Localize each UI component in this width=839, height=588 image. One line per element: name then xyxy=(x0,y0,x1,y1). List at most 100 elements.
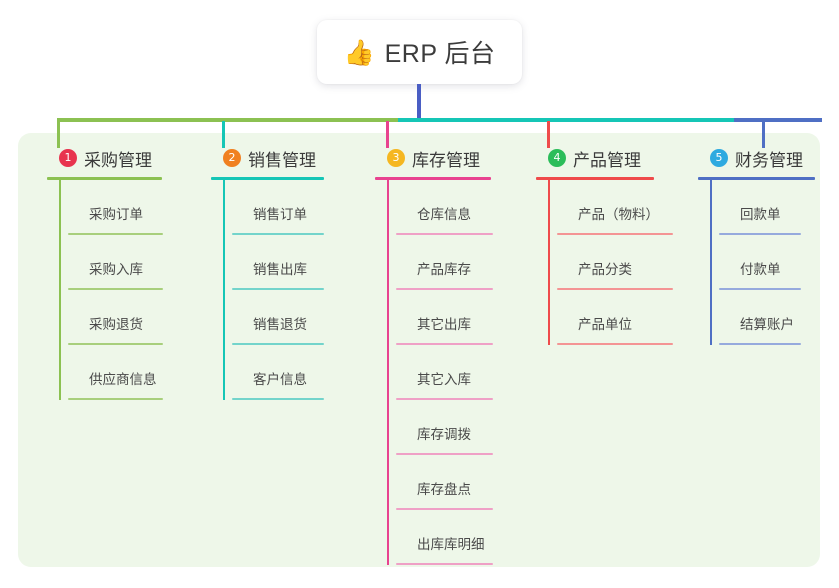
branch-header-财务管理[interactable]: 5 财务管理 xyxy=(689,145,821,171)
branch-badge-3: 3 xyxy=(387,149,405,167)
branch-header-库存管理[interactable]: 3 库存管理 xyxy=(366,145,516,171)
branch-title-label: 产品管理 xyxy=(573,150,641,170)
leaf-item[interactable]: 产品单位 xyxy=(548,290,677,345)
branch-stub-2 xyxy=(222,121,225,148)
branch-title-label: 销售管理 xyxy=(248,150,316,170)
leaf-item-underline xyxy=(396,563,493,565)
branch-title-label: 库存管理 xyxy=(412,150,480,170)
root-node-title: ERP 后台 xyxy=(384,40,496,68)
leaf-item-underline xyxy=(232,398,324,400)
leaf-item[interactable]: 库存盘点 xyxy=(387,455,516,510)
leaf-item[interactable]: 销售退货 xyxy=(223,290,352,345)
thumbs-up-icon: 👍 xyxy=(343,37,375,67)
trunk-segment-2 xyxy=(398,118,734,122)
leaf-item-underline xyxy=(68,233,163,235)
branch-column-财务管理: 5 财务管理回款单付款单结算账户 xyxy=(689,145,821,345)
branch-spine-line xyxy=(710,180,712,345)
leaf-item-label: 销售订单 xyxy=(253,207,307,222)
diagram-panel xyxy=(18,133,820,567)
leaf-item[interactable]: 采购订单 xyxy=(59,180,188,235)
leaf-item-underline xyxy=(719,233,801,235)
leaf-item[interactable]: 客户信息 xyxy=(223,345,352,400)
branch-leaf-list: 回款单付款单结算账户 xyxy=(689,180,821,345)
root-node-erp-backend[interactable]: 👍 ERP 后台 xyxy=(317,20,522,84)
leaf-item-label: 结算账户 xyxy=(740,317,794,332)
leaf-item-underline xyxy=(719,288,801,290)
leaf-item-label: 产品库存 xyxy=(417,262,471,277)
leaf-item-label: 销售出库 xyxy=(253,262,307,277)
leaf-item-label: 销售退货 xyxy=(253,317,307,332)
leaf-item-label: 库存盘点 xyxy=(417,482,471,497)
trunk-segment-1 xyxy=(57,118,398,122)
leaf-item-label: 产品分类 xyxy=(578,262,632,277)
leaf-item[interactable]: 付款单 xyxy=(710,235,821,290)
leaf-item[interactable]: 产品库存 xyxy=(387,235,516,290)
leaf-item[interactable]: 其它入库 xyxy=(387,345,516,400)
leaf-item-underline xyxy=(396,233,493,235)
branch-badge-5: 5 xyxy=(710,149,728,167)
leaf-item-label: 供应商信息 xyxy=(89,372,157,387)
leaf-item-label: 库存调拨 xyxy=(417,427,471,442)
leaf-item-underline xyxy=(68,288,163,290)
leaf-item-underline xyxy=(396,508,493,510)
leaf-item-underline xyxy=(232,233,324,235)
branch-stub-4 xyxy=(547,121,550,148)
leaf-item-underline xyxy=(557,233,673,235)
leaf-item-underline xyxy=(232,343,324,345)
leaf-item-underline xyxy=(396,288,493,290)
leaf-item[interactable]: 产品分类 xyxy=(548,235,677,290)
branch-badge-1: 1 xyxy=(59,149,77,167)
branch-stub-1 xyxy=(57,121,60,148)
branch-leaf-list: 产品（物料） 产品分类产品单位 xyxy=(527,180,677,345)
leaf-item-label: 仓库信息 xyxy=(417,207,471,222)
leaf-item-underline xyxy=(396,398,493,400)
branch-leaf-list: 销售订单销售出库销售退货客户信息 xyxy=(202,180,352,400)
leaf-item-label: 采购入库 xyxy=(89,262,143,277)
leaf-item[interactable]: 销售订单 xyxy=(223,180,352,235)
leaf-item-label: 其它入库 xyxy=(417,372,471,387)
branch-leaf-list: 采购订单采购入库采购退货供应商信息 xyxy=(38,180,188,400)
leaf-item-underline xyxy=(557,343,673,345)
branch-underline xyxy=(698,177,815,180)
leaf-item[interactable]: 采购退货 xyxy=(59,290,188,345)
leaf-item[interactable]: 销售出库 xyxy=(223,235,352,290)
leaf-item[interactable]: 出库库明细 xyxy=(387,510,516,565)
leaf-item-underline xyxy=(68,398,163,400)
leaf-item-underline xyxy=(396,343,493,345)
branch-badge-2: 2 xyxy=(223,149,241,167)
branch-stub-3 xyxy=(386,121,389,148)
branch-column-销售管理: 2 销售管理销售订单销售出库销售退货客户信息 xyxy=(202,145,352,400)
branch-column-库存管理: 3 库存管理仓库信息产品库存其它出库其它入库库存调拨库存盘点出库库明细 xyxy=(366,145,516,565)
leaf-item-underline xyxy=(232,288,324,290)
leaf-item[interactable]: 回款单 xyxy=(710,180,821,235)
branch-underline xyxy=(47,177,162,180)
branch-spine-line xyxy=(223,180,225,400)
leaf-item-underline xyxy=(719,343,801,345)
leaf-item-underline xyxy=(396,453,493,455)
branch-header-销售管理[interactable]: 2 销售管理 xyxy=(202,145,352,171)
leaf-item[interactable]: 库存调拨 xyxy=(387,400,516,455)
root-connector-line xyxy=(417,84,421,121)
leaf-item-underline xyxy=(68,343,163,345)
branch-underline xyxy=(211,177,324,180)
leaf-item[interactable]: 仓库信息 xyxy=(387,180,516,235)
leaf-item[interactable]: 产品（物料） xyxy=(548,180,677,235)
leaf-item-label: 采购订单 xyxy=(89,207,143,222)
branch-spine-line xyxy=(548,180,550,345)
leaf-item[interactable]: 结算账户 xyxy=(710,290,821,345)
trunk-connector-bar xyxy=(57,118,822,122)
branch-underline xyxy=(536,177,654,180)
branch-spine-line xyxy=(59,180,61,400)
leaf-item[interactable]: 供应商信息 xyxy=(59,345,188,400)
leaf-item[interactable]: 其它出库 xyxy=(387,290,516,345)
leaf-item-label: 付款单 xyxy=(740,262,781,277)
leaf-item-label: 产品（物料） xyxy=(578,207,659,222)
leaf-item[interactable]: 采购入库 xyxy=(59,235,188,290)
leaf-item-label: 产品单位 xyxy=(578,317,632,332)
branch-title-label: 财务管理 xyxy=(735,150,803,170)
trunk-segment-3 xyxy=(734,118,822,122)
